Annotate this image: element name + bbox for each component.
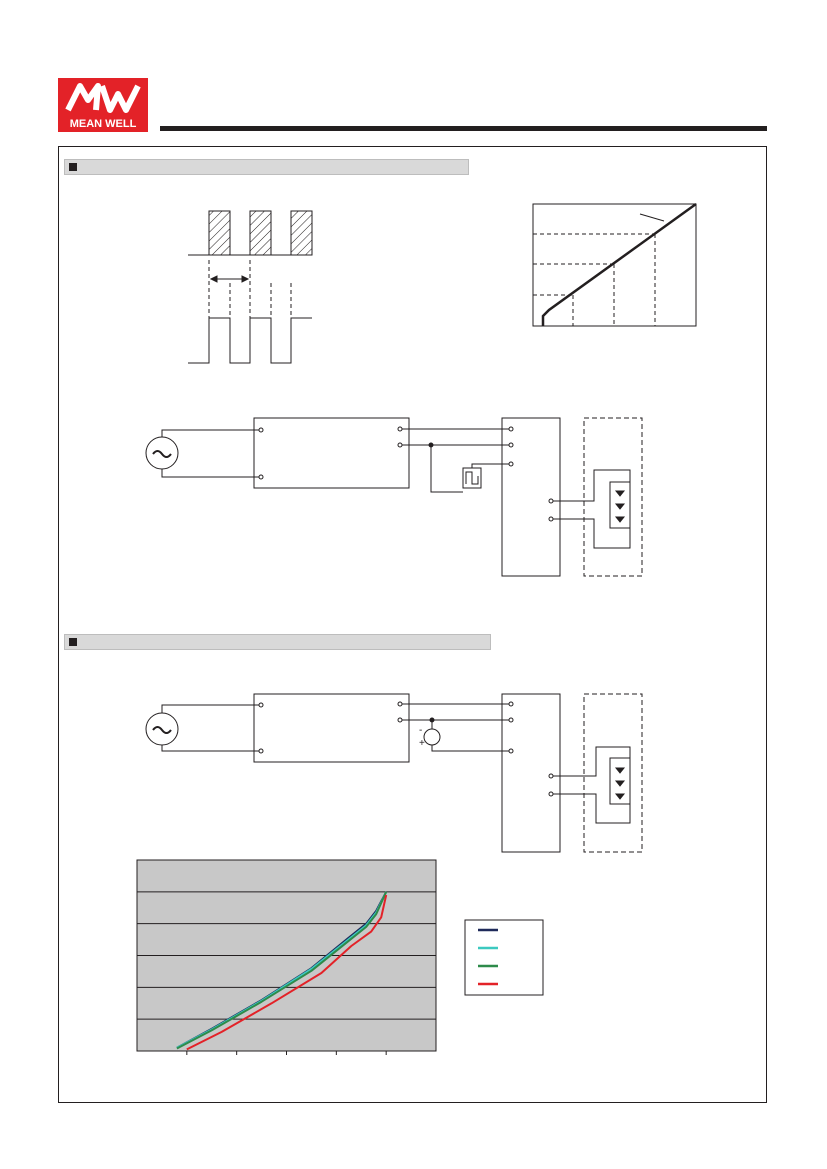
hatched-pulse (290, 210, 313, 256)
chart-x-ticks (186, 1051, 387, 1055)
output-waveform (188, 210, 313, 256)
chart-series-line (176, 891, 388, 1050)
graph-frame (532, 203, 697, 327)
terminal (397, 717, 403, 723)
terminal (258, 474, 264, 480)
terminal (258, 702, 264, 708)
section-header-2 (64, 634, 491, 650)
terminal (508, 426, 514, 432)
svg-text:-: - (419, 725, 422, 736)
driver-box (501, 417, 561, 577)
terminal (548, 773, 554, 779)
led-module-box (583, 693, 643, 853)
graph-callout (639, 213, 665, 222)
terminal (548, 791, 554, 797)
logo-mark (58, 78, 148, 116)
chart-series-group (176, 891, 388, 1051)
svg-text:+: + (419, 738, 425, 749)
wire (161, 704, 259, 713)
hatched-pulse (208, 210, 231, 256)
terminal (508, 701, 514, 707)
wire (161, 429, 259, 437)
wire (471, 463, 509, 468)
power-supply-box (253, 693, 410, 763)
wire (431, 745, 509, 752)
dc-voltage-source (423, 728, 441, 746)
terminal (397, 442, 403, 448)
hatched-pulse (249, 210, 272, 256)
pwm-timing-diagram (188, 210, 313, 364)
wiring-diagram-voltage: - + (145, 693, 643, 853)
terminal (508, 717, 514, 723)
led-icon (614, 767, 626, 800)
terminal (548, 516, 554, 522)
dimming-linear-graph (532, 202, 697, 327)
dimension-arrows (209, 275, 250, 283)
header-rule (160, 126, 767, 131)
dimming-curve-chart (136, 859, 544, 1055)
terminal (258, 748, 264, 754)
driver-box (501, 693, 561, 853)
graph-curve (541, 202, 697, 326)
chart-series-line (186, 894, 388, 1051)
led-string (609, 757, 631, 805)
section-header-1 (64, 159, 469, 175)
terminal (508, 442, 514, 448)
led-string (609, 481, 631, 529)
wire (161, 745, 259, 752)
ac-symbol (152, 450, 172, 458)
terminal (258, 427, 264, 433)
pwm-symbol (465, 471, 479, 485)
ac-symbol (152, 726, 172, 734)
pwm-waveform (188, 317, 312, 364)
page-frame (58, 146, 767, 1103)
section-bullet (69, 638, 77, 646)
chart-legend (464, 919, 544, 996)
terminal (508, 461, 514, 467)
led-module-box (583, 417, 643, 577)
mean-well-logo: MEAN WELL (58, 78, 148, 132)
chart-legend-items (478, 928, 498, 986)
wire (161, 469, 259, 478)
section-bullet (69, 163, 77, 171)
terminal (508, 748, 514, 754)
logo-text: MEAN WELL (58, 116, 148, 132)
power-supply-box (253, 417, 410, 489)
terminal (397, 701, 403, 707)
terminal (548, 498, 554, 504)
terminal (397, 426, 403, 432)
wiring-diagram-pwm (145, 417, 643, 577)
wire (430, 445, 463, 493)
led-icon (614, 490, 626, 523)
